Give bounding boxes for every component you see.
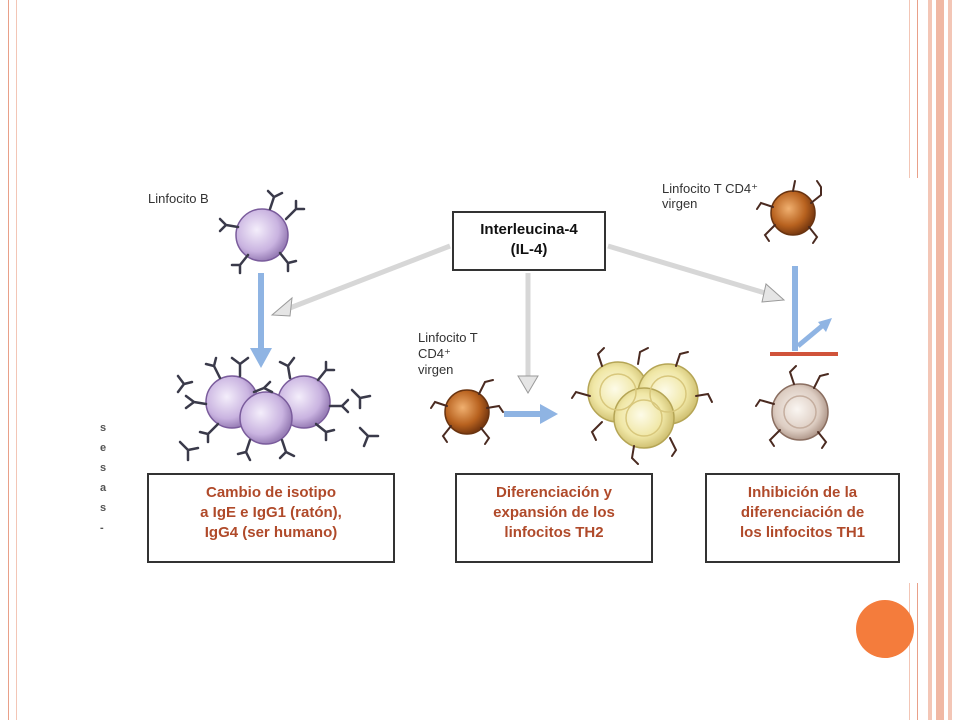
naive-t-cell-label-middle-line3: virgen: [418, 362, 454, 377]
outcome-box-isotype-switch: Cambio de isotipo a IgE e IgG1 (ratón), …: [147, 473, 395, 563]
outcome-box-th2-differentiation: Diferenciación y expansión de los linfoc…: [455, 473, 653, 563]
outcome-line: linfocitos TH2: [504, 524, 604, 541]
outcome-line: expansión de los: [493, 504, 615, 521]
margin-fragment: s: [100, 422, 107, 434]
arrow-to-b-cell: [281, 243, 451, 314]
margin-fragment: s: [100, 462, 107, 474]
decor-bar: [928, 0, 932, 720]
blue-arrows: [250, 266, 838, 424]
il4-title-line1: Interleucina-4: [480, 221, 578, 238]
th2-cell-cluster: [571, 347, 713, 465]
outcome-line: a IgE e IgG1 (ratón),: [200, 504, 342, 521]
naive-t-cell-top: [756, 180, 822, 244]
outcome-line: Inhibición de la: [747, 484, 858, 501]
outcome-line: IgG4 (ser humano): [204, 524, 338, 541]
il4-diagram: Linfocito B Linfocito T CD4⁺ virgen Linf…: [100, 178, 922, 583]
diagram-graphics: [176, 180, 838, 465]
th1-cell: [755, 365, 829, 449]
naive-t-cell-label-top-line1: Linfocito T CD4⁺: [662, 181, 758, 196]
outcome-box-th1-inhibition: Inhibición de la diferenciación de los l…: [705, 473, 900, 563]
naive-t-cell-middle: [430, 379, 504, 445]
cropped-margin-text: s e s a s -: [100, 418, 106, 538]
naive-t-cell-label-top-line2: virgen: [662, 196, 698, 211]
margin-fragment: a: [100, 482, 107, 494]
arrow-to-t-cell: [607, 243, 776, 299]
b-cell-label: Linfocito B: [148, 191, 209, 206]
naive-t-cell-label-middle-line2: CD4⁺: [418, 346, 451, 361]
il4-title-line2: (IL-4): [510, 241, 548, 258]
il4-title-box: Interleucina-4 (IL-4): [452, 211, 606, 271]
b-cell: [218, 189, 306, 275]
outcome-line: diferenciación de: [740, 504, 865, 521]
outcome-line: Cambio de isotipo: [205, 484, 336, 501]
outcome-line: Diferenciación y: [496, 484, 612, 501]
margin-fragment: -: [100, 522, 104, 534]
outcome-line: los linfocitos TH1: [739, 524, 865, 541]
margin-fragment: s: [100, 502, 107, 514]
decor-bar: [936, 0, 944, 720]
naive-t-cell-label-middle-line1: Linfocito T: [418, 330, 478, 345]
il4-arrows: [270, 243, 786, 394]
decor-bar: [948, 0, 952, 720]
margin-fragment: e: [100, 442, 107, 454]
b-cell-cluster: [176, 356, 380, 462]
bullet-circle: [856, 600, 914, 658]
